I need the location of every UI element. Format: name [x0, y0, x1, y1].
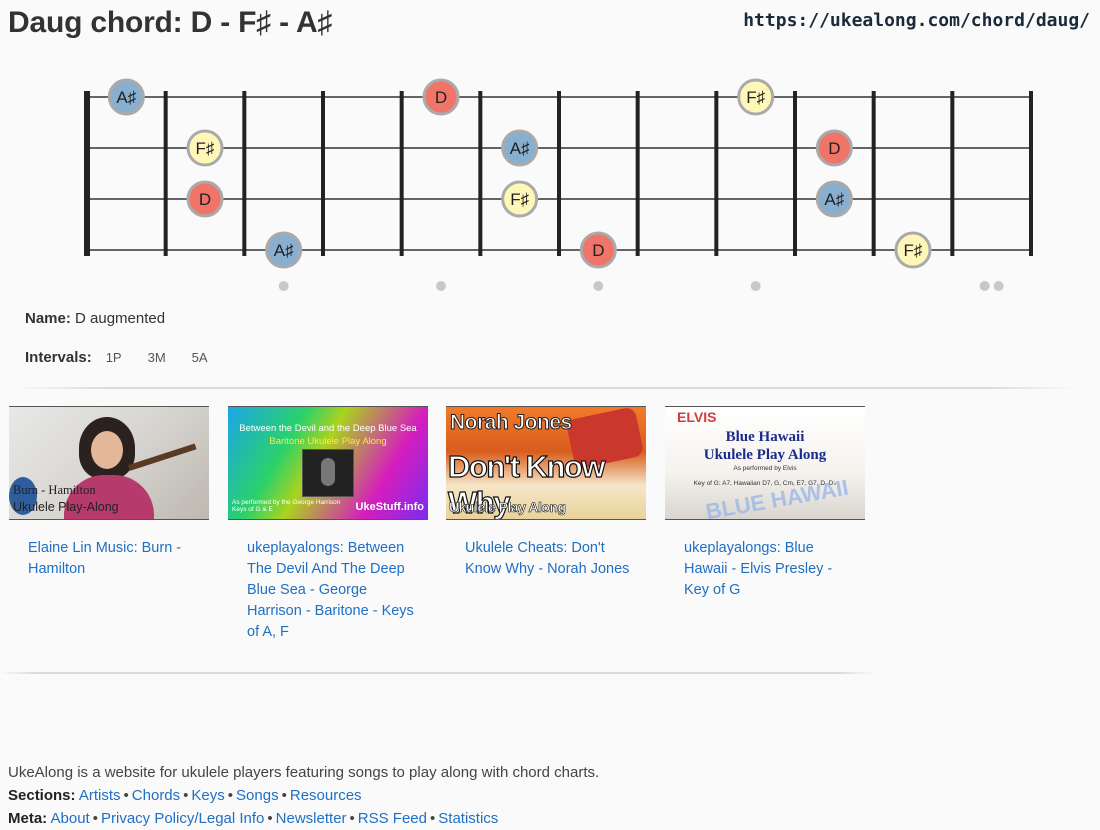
video-thumbnail[interactable]: Burn - Hamilton Ukulele Play-Along — [9, 406, 209, 520]
interval-root: 1P — [105, 350, 122, 365]
section-divider — [0, 672, 875, 674]
video-link[interactable]: ukeplayalongs: Between The Devil And The… — [247, 540, 414, 640]
note-label: F♯ — [510, 190, 529, 209]
note-dot — [265, 231, 303, 269]
fret-marker-dot — [436, 281, 446, 291]
thumb-caption: Between the Devil and the Deep Blue Sea — [239, 423, 417, 434]
video-card: Norah Jones Don't Know Why Ukulele Play … — [446, 406, 646, 577]
note-label: F♯ — [904, 241, 923, 260]
footer: UkeAlong is a website for ukulele player… — [8, 761, 599, 830]
nav-link-songs[interactable]: Songs — [236, 787, 279, 804]
thumb-caption: Norah Jones — [450, 411, 573, 435]
note-dot — [501, 129, 539, 167]
video-card: Between the Devil and the Deep Blue Sea … — [228, 406, 428, 640]
note-label: A♯ — [510, 139, 530, 158]
fretboard-diagram: A♯ D F♯ F♯ A♯ D D F♯ A♯ A♯ D F♯ — [84, 78, 1033, 291]
intervals-row: Intervals: 1P 3M 5A — [25, 349, 220, 366]
page-title: Daug chord: D - F♯ - A♯ — [8, 6, 333, 39]
thumb-caption: Ukulele Play Along — [449, 499, 567, 516]
site-description: UkeAlong is a website for ukulele player… — [8, 764, 600, 781]
thumb-caption: Blue Hawaii — [725, 429, 805, 445]
note-dot — [579, 231, 617, 269]
note-label: F♯ — [196, 139, 215, 158]
thumb-caption: ELVIS — [677, 409, 717, 425]
note-label: A♯ — [274, 241, 294, 260]
fret-marker-dot — [593, 281, 604, 291]
note-label: F♯ — [746, 88, 765, 107]
video-thumbnail[interactable]: Norah Jones Don't Know Why Ukulele Play … — [446, 406, 646, 520]
meta-label: Meta: — [8, 810, 48, 827]
note-dot — [186, 129, 224, 167]
thumb-caption: Ukulele Play-Along — [13, 500, 119, 514]
fret-marker-dot — [278, 281, 289, 291]
note-label: D — [592, 241, 604, 260]
video-thumbnail[interactable]: Between the Devil and the Deep Blue Sea … — [228, 406, 428, 520]
meta-link-privacy[interactable]: Privacy Policy/Legal Info — [100, 810, 265, 827]
thumb-caption: Key of G: A7, Hawaiian D7, G, Cm, E7, G7… — [693, 480, 837, 487]
video-link[interactable]: Ukulele Cheats: Don't Know Why - Norah J… — [465, 540, 630, 577]
sections-nav: Sections: Artists•Chords•Keys•Songs•Reso… — [8, 787, 362, 804]
thumb-caption: Don't Know Why — [447, 448, 606, 520]
video-card: ELVIS Blue Hawaii Ukulele Play Along As … — [665, 406, 865, 598]
nav-link-artists[interactable]: Artists — [78, 787, 121, 804]
nav-link-resources[interactable]: Resources — [289, 787, 362, 804]
note-dot — [815, 180, 853, 218]
sections-label: Sections: — [8, 787, 76, 804]
thumb-caption: As performed by Elvis — [733, 465, 797, 472]
note-dot — [186, 180, 224, 218]
thumb-brand: UkeStuff.info — [355, 501, 424, 513]
nav-link-chords[interactable]: Chords — [131, 787, 181, 804]
note-dot — [501, 180, 539, 218]
fret-marker-dot — [750, 281, 761, 291]
fret-marker-dot — [979, 281, 990, 291]
thumb-caption: Baritone Ukulele Play Along — [269, 436, 387, 447]
note-label: A♯ — [116, 88, 136, 107]
note-dot — [815, 129, 853, 167]
meta-link-newsletter[interactable]: Newsletter — [275, 810, 347, 827]
meta-link-about[interactable]: About — [50, 810, 90, 827]
note-dot — [894, 231, 932, 269]
thumb-photo — [302, 449, 354, 497]
interval-fifth: 5A — [191, 350, 208, 365]
note-dot — [422, 78, 460, 116]
note-label: D — [828, 139, 840, 158]
note-label: A♯ — [824, 190, 844, 209]
intervals-label: Intervals: — [25, 349, 92, 366]
meta-nav: Meta: About•Privacy Policy/Legal Info•Ne… — [8, 810, 499, 827]
meta-link-statistics[interactable]: Statistics — [438, 810, 499, 827]
fret-marker-dot — [993, 281, 1004, 291]
thumb-caption: Ukulele Play Along — [703, 447, 827, 463]
interval-third: 3M — [147, 350, 166, 365]
video-card: Burn - Hamilton Ukulele Play-Along Elain… — [9, 406, 209, 577]
chord-name-value: D augmented — [75, 310, 166, 327]
video-link[interactable]: Elaine Lin Music: Burn - Hamilton — [28, 540, 182, 577]
meta-link-rss[interactable]: RSS Feed — [357, 810, 427, 827]
video-thumbnail[interactable]: ELVIS Blue Hawaii Ukulele Play Along As … — [665, 406, 865, 520]
note-dot — [737, 78, 775, 116]
note-label: D — [199, 190, 211, 209]
section-divider — [16, 387, 1076, 389]
page-url: https://ukealong.com/chord/daug/ — [743, 10, 1090, 31]
chord-name-row: Name: D augmented — [25, 310, 165, 327]
note-label: D — [435, 88, 447, 107]
note-dot — [107, 78, 145, 116]
video-link[interactable]: ukeplayalongs: Blue Hawaii - Elvis Presl… — [684, 540, 833, 598]
thumb-caption: Burn - Hamilton — [13, 483, 96, 497]
nav-link-keys[interactable]: Keys — [191, 787, 225, 804]
name-label: Name: — [25, 310, 71, 327]
